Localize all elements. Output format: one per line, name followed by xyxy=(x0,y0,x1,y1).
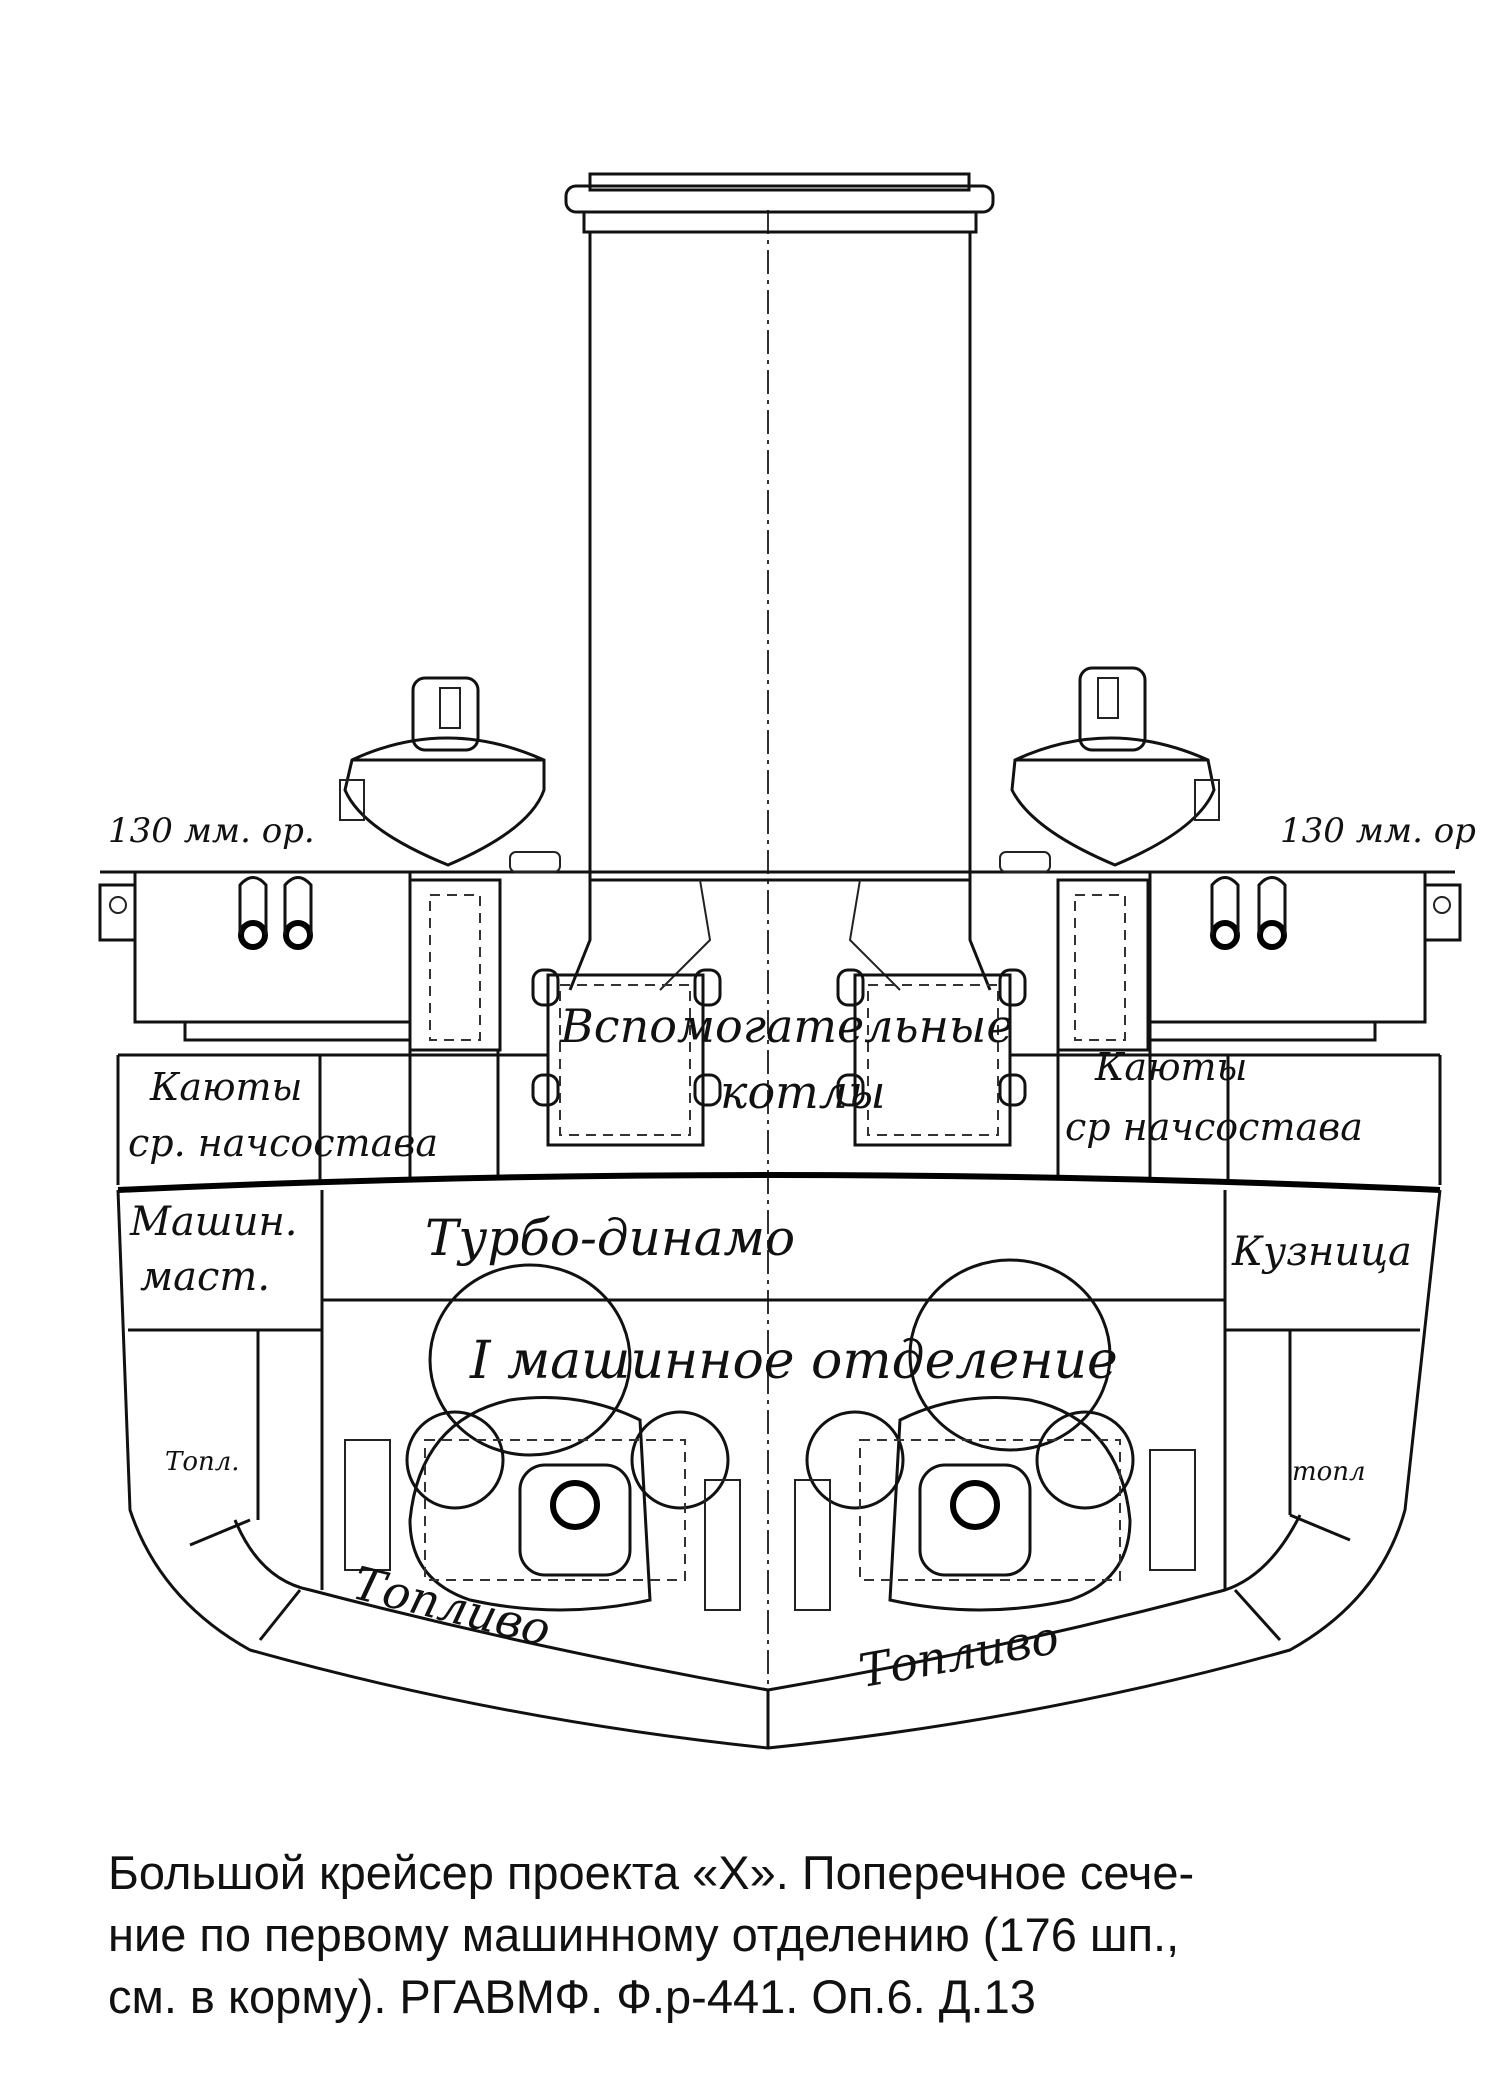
label-gun-right: 130 мм. ор xyxy=(1280,811,1476,851)
figure-caption: Большой крейсер проекта «Х». Поперечное … xyxy=(108,1842,1438,2028)
caption-line-1: Большой крейсер проекта «Х». Поперечное … xyxy=(108,1846,1195,1899)
label-cabins-left-1: Каюты xyxy=(149,1065,303,1109)
label-cabins-left-2: ср. начсостава xyxy=(128,1121,438,1165)
label-smithy: Кузница xyxy=(1231,1229,1412,1275)
label-fuel-left-small: Топл. xyxy=(165,1447,240,1477)
label-aux-boilers-1: Вспомогательные xyxy=(559,999,1014,1053)
label-cabins-right-1: Каюты xyxy=(1094,1045,1248,1089)
aux-boilers xyxy=(531,879,1027,1147)
label-turbo-dynamo: Турбо-динамо xyxy=(425,1209,795,1267)
label-engine-room: I машинное отделение xyxy=(469,1331,1118,1391)
label-gun-left: 130 мм. ор. xyxy=(108,811,315,851)
caption-line-3: см. в корму). РГАВМФ. Ф.р-441. Оп.6. Д.1… xyxy=(108,1970,1036,2023)
superstructure-upper xyxy=(98,851,1462,1052)
lower-compartments xyxy=(128,1190,1420,1590)
label-workshop-1: Машин. xyxy=(129,1199,298,1245)
label-cabins-right-2: ср начсостава xyxy=(1065,1105,1363,1149)
label-fuel-right: Топливо xyxy=(855,1610,1063,1698)
label-aux-boilers-2: котлы xyxy=(720,1065,886,1119)
cabin-deck xyxy=(116,1050,1442,1185)
turbines xyxy=(344,1258,1196,1612)
caption-line-2: ние по первому машинному отделению (176 … xyxy=(108,1908,1180,1961)
funnel xyxy=(564,172,995,882)
lifeboat-right xyxy=(1010,666,1220,867)
label-workshop-2: маст. xyxy=(140,1254,270,1300)
label-fuel-left: Топливо xyxy=(348,1556,556,1657)
label-fuel-right-small: топл xyxy=(1292,1457,1366,1487)
cross-section-drawing: 130 мм. ор. 130 мм. ор Вспомогательные к… xyxy=(98,172,1476,1750)
lifeboat-left xyxy=(339,676,546,867)
